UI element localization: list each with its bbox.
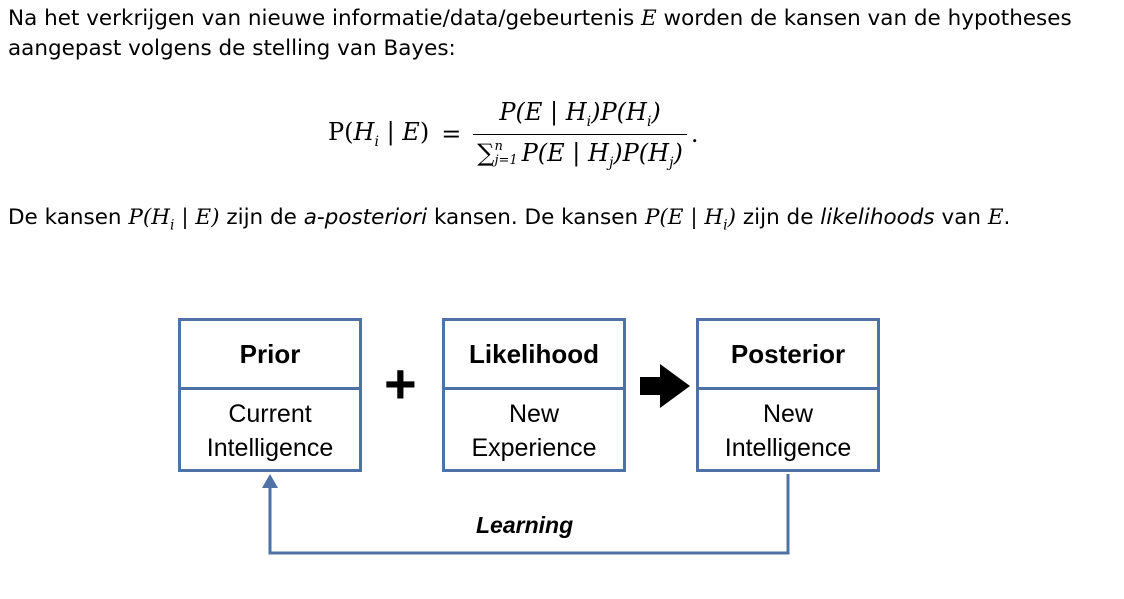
intro-paragraph: Na het verkrijgen van nieuwe informatie/… bbox=[8, 4, 1113, 64]
plus-sign: + bbox=[384, 352, 417, 415]
formula-period: . bbox=[690, 120, 699, 148]
prior-box: Prior Current Intelligence bbox=[178, 318, 362, 472]
likelihood-line-1: New bbox=[508, 400, 559, 428]
intro-text-2: worden de kansen van de hypotheses aange… bbox=[8, 6, 1072, 61]
learning-arrowhead bbox=[262, 474, 278, 488]
formula-numerator: P(E | Hi)P(Hi) bbox=[499, 97, 661, 130]
prior-body: Current Intelligence bbox=[181, 390, 359, 472]
intro-text-1: Na het verkrijgen van nieuwe informatie/… bbox=[8, 6, 641, 31]
learning-label: Learning bbox=[476, 512, 574, 538]
posterior-title: Posterior bbox=[699, 321, 877, 390]
posterior-box: Posterior New Intelligence bbox=[696, 318, 880, 472]
posterior-body: New Intelligence bbox=[699, 390, 877, 472]
fraction-bar bbox=[473, 133, 687, 135]
equals-sign: = bbox=[441, 120, 462, 148]
likelihood-body: New Experience bbox=[445, 390, 623, 472]
forward-arrow-icon bbox=[640, 364, 690, 408]
conclusion-paragraph: De kansen P(Hi | E) zijn de a-posteriori… bbox=[8, 205, 1011, 234]
formula-lhs: P(Hi | E) bbox=[328, 118, 430, 150]
sum-symbol: ∑ bbox=[477, 138, 495, 167]
prior-line-1: Current bbox=[228, 400, 312, 428]
prior-line-2: Intelligence bbox=[206, 434, 334, 462]
posterior-line-1: New bbox=[762, 400, 813, 428]
event-symbol: E bbox=[641, 6, 657, 31]
prior-title: Prior bbox=[181, 321, 359, 390]
likelihood-title: Likelihood bbox=[445, 321, 623, 390]
posterior-line-2: Intelligence bbox=[724, 434, 852, 462]
likelihood-line-2: Experience bbox=[471, 434, 597, 462]
likelihood-box: Likelihood New Experience bbox=[442, 318, 626, 472]
